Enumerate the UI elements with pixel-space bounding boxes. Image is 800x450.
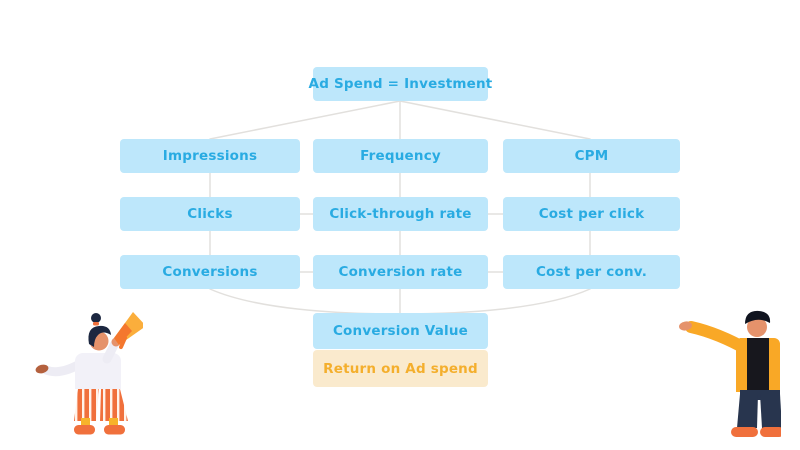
pointing-person-illustration <box>679 310 781 437</box>
node-frequency: Frequency <box>313 139 488 173</box>
node-conversions: Conversions <box>120 255 300 289</box>
node-conversion-rate: Conversion rate <box>313 255 488 289</box>
node-cpm: CPM <box>503 139 680 173</box>
node-cost-per-click: Cost per click <box>503 197 680 231</box>
node-clicks: Clicks <box>120 197 300 231</box>
node-cost-per-conv: Cost per conv. <box>503 255 680 289</box>
megaphone-person-illustration <box>35 312 143 435</box>
node-click-through-rate: Click-through rate <box>313 197 488 231</box>
node-return-on-ad-spend: Return on Ad spend <box>313 350 488 387</box>
node-impressions: Impressions <box>120 139 300 173</box>
node-ad-spend-investment: Ad Spend = Investment <box>309 67 492 101</box>
node-conversion-value: Conversion Value <box>313 313 488 349</box>
